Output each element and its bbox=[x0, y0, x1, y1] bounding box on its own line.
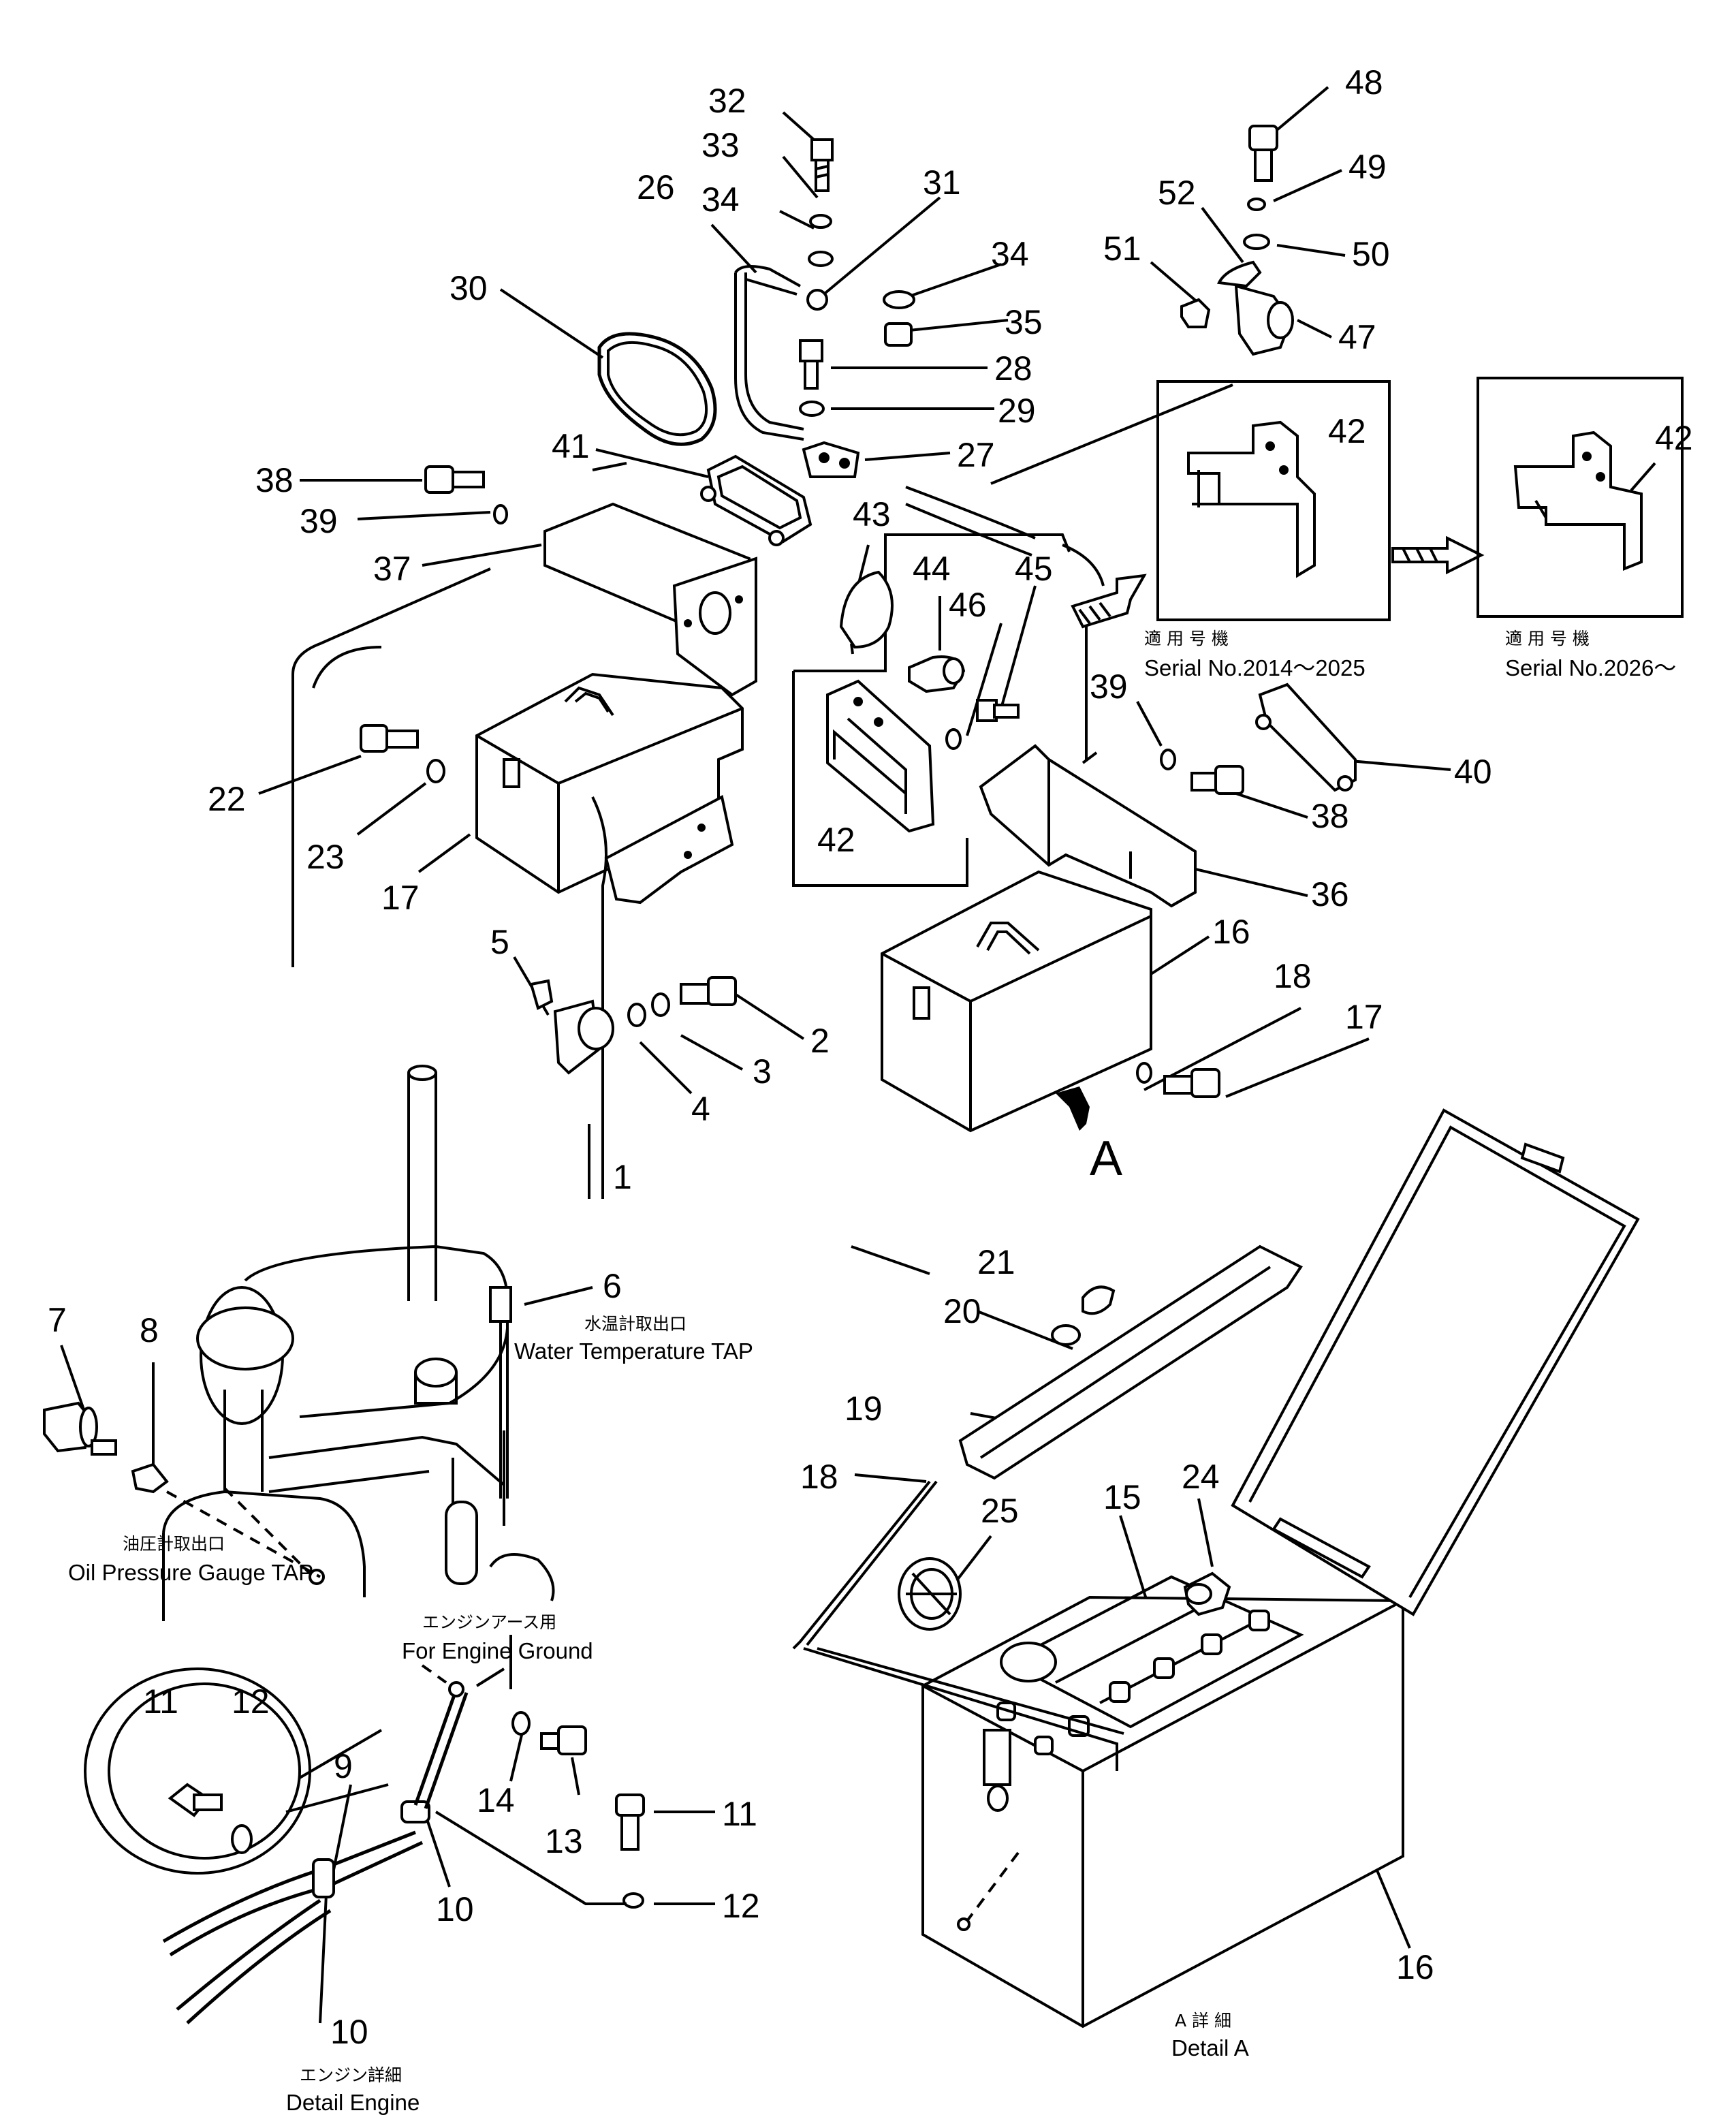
part-label: 24 bbox=[1182, 1458, 1220, 1496]
part-label: 49 bbox=[1348, 148, 1387, 186]
water-tap-caption: Water Temperature TAP bbox=[514, 1338, 753, 1364]
detail-a-caption-jp: A 詳 細 bbox=[1175, 2011, 1231, 2031]
part-label: 14 bbox=[477, 1781, 515, 1819]
part-label: 27 bbox=[957, 436, 995, 474]
part-label: 39 bbox=[1090, 668, 1128, 706]
part-label: 41 bbox=[552, 427, 590, 465]
part-label: 42 bbox=[1655, 419, 1693, 457]
part-label: 23 bbox=[306, 838, 345, 876]
part-label: 40 bbox=[1454, 753, 1492, 791]
detail-a-caption: Detail A bbox=[1171, 2035, 1249, 2061]
bracket-assembly-top bbox=[291, 138, 1233, 1199]
water-tap-caption-jp: 水温計取出口 bbox=[584, 1314, 686, 1334]
right-box-assembly bbox=[881, 683, 1357, 1133]
part-label: 51 bbox=[1103, 230, 1141, 268]
view-arrow bbox=[1071, 574, 1147, 629]
part-label: 21 bbox=[977, 1243, 1015, 1281]
part-label: 47 bbox=[1338, 318, 1376, 356]
part-label: 20 bbox=[943, 1292, 981, 1330]
part-label: 18 bbox=[800, 1458, 838, 1496]
part-label: 10 bbox=[436, 1890, 474, 1928]
serial-caption-1: Serial No.2014～2025 bbox=[1144, 655, 1366, 680]
oil-tap-caption: Oil Pressure Gauge TAP bbox=[68, 1560, 313, 1585]
part-label: 32 bbox=[708, 82, 746, 120]
part-label: 12 bbox=[722, 1887, 760, 1925]
part-label: 43 bbox=[853, 495, 891, 533]
part-label: 7 bbox=[48, 1301, 67, 1339]
clamp-assembly-right bbox=[1180, 125, 1294, 356]
part-label: 16 bbox=[1212, 913, 1250, 951]
part-label: 46 bbox=[949, 586, 987, 624]
oil-tap-caption-jp: 油圧計取出口 bbox=[123, 1534, 225, 1554]
part-label: 16 bbox=[1396, 1948, 1434, 1986]
part-label: 36 bbox=[1311, 875, 1349, 913]
part-label: 35 bbox=[1005, 303, 1043, 341]
serial-caption-2-jp: 適 用 号 機 bbox=[1505, 629, 1590, 648]
part-label: 3 bbox=[753, 1052, 772, 1091]
serial-caption-1-jp: 適 用 号 機 bbox=[1144, 629, 1229, 648]
serial-transition-arrow bbox=[1391, 535, 1485, 575]
part-label: 22 bbox=[208, 780, 246, 818]
horn-assembly bbox=[529, 976, 737, 1199]
view-letter: A bbox=[1090, 1131, 1122, 1186]
part-label: 33 bbox=[701, 126, 740, 164]
part-label: 1 bbox=[613, 1158, 632, 1196]
part-label: 30 bbox=[449, 269, 488, 307]
part-label: 37 bbox=[373, 550, 411, 588]
part-label: 50 bbox=[1352, 235, 1390, 273]
ground-caption: For Engine Ground bbox=[402, 1638, 593, 1663]
part-label: 26 bbox=[637, 168, 675, 206]
part-label: 42 bbox=[817, 821, 855, 859]
part-label: 31 bbox=[923, 163, 961, 202]
part-label: 52 bbox=[1158, 174, 1196, 212]
part-label: 15 bbox=[1103, 1478, 1141, 1516]
part-number-labels: 32 33 34 26 31 34 35 30 28 29 27 41 38 3… bbox=[48, 63, 1693, 2051]
part-label: 19 bbox=[845, 1390, 883, 1428]
part-label: 45 bbox=[1015, 550, 1053, 588]
part-label: 34 bbox=[991, 235, 1029, 273]
part-label: 2 bbox=[810, 1022, 830, 1060]
part-label: 11 bbox=[143, 1682, 178, 1721]
part-label: 28 bbox=[994, 349, 1032, 388]
part-label: 10 bbox=[330, 2013, 368, 2051]
part-label: 18 bbox=[1274, 957, 1312, 995]
detail-engine-caption: Detail Engine bbox=[286, 2090, 420, 2115]
part-label: 11 bbox=[722, 1795, 757, 1833]
serial-detail-box-1 bbox=[1156, 380, 1391, 621]
part-label: 6 bbox=[603, 1267, 622, 1305]
serial-caption-2: Serial No.2026～ bbox=[1505, 655, 1676, 680]
ground-caption-jp: エンジンアース用 bbox=[422, 1612, 556, 1632]
part-label: 25 bbox=[981, 1492, 1019, 1530]
part-label: 38 bbox=[255, 461, 294, 499]
serial-detail-box-2 bbox=[1477, 377, 1684, 618]
part-label: 4 bbox=[691, 1090, 710, 1128]
part-label: 12 bbox=[232, 1682, 270, 1721]
detail-engine-caption-jp: エンジン詳細 bbox=[300, 2065, 402, 2085]
engine-detail bbox=[43, 1065, 645, 2024]
part-label: 13 bbox=[545, 1822, 583, 1860]
lamp-bracket-cluster bbox=[792, 533, 1071, 887]
part-label: 17 bbox=[381, 879, 420, 917]
part-label: 42 bbox=[1328, 412, 1366, 450]
part-label: 8 bbox=[140, 1311, 159, 1349]
part-label: 34 bbox=[701, 181, 740, 219]
part-label: 29 bbox=[998, 392, 1036, 430]
part-label: 48 bbox=[1345, 63, 1383, 101]
part-label: 9 bbox=[334, 1747, 353, 1785]
part-label: 39 bbox=[300, 502, 338, 540]
leader-lines bbox=[60, 86, 1656, 2024]
detail-a-battery-box bbox=[792, 1108, 1640, 2028]
captions: 適 用 号 機 Serial No.2014～2025 適 用 号 機 Seri… bbox=[68, 629, 1676, 2115]
part-label: 17 bbox=[1345, 998, 1383, 1036]
part-label: 5 bbox=[490, 923, 509, 961]
part-label: 38 bbox=[1311, 797, 1349, 835]
part-label: 44 bbox=[913, 550, 951, 588]
